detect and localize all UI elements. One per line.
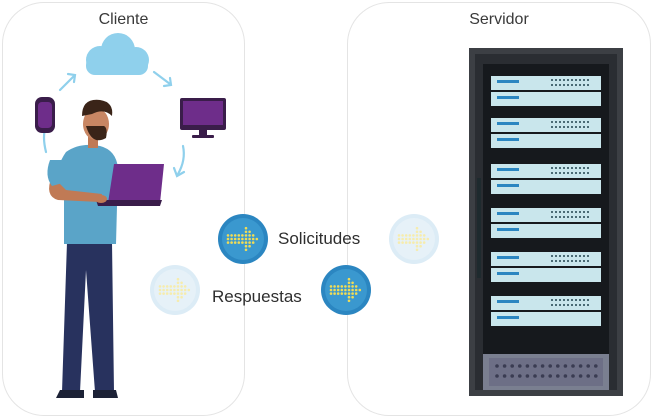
person-with-laptop-icon bbox=[47, 99, 164, 398]
arrow-right-icon bbox=[158, 277, 191, 303]
response-arrow-faded-icon bbox=[150, 265, 200, 315]
server-unit bbox=[491, 118, 601, 148]
request-arrow-faded-icon bbox=[389, 214, 439, 264]
server-unit bbox=[491, 76, 601, 106]
server-unit bbox=[491, 252, 601, 282]
monitor-icon bbox=[180, 98, 226, 138]
responses-label: Respuestas bbox=[212, 287, 302, 306]
arrow-right-icon bbox=[226, 226, 259, 252]
sync-arrows-icon bbox=[38, 70, 186, 178]
server-unit bbox=[491, 296, 601, 326]
server-title: Servidor bbox=[469, 11, 529, 28]
phone-icon bbox=[35, 97, 55, 133]
server-unit bbox=[491, 208, 601, 238]
server-unit bbox=[491, 164, 601, 194]
request-arrow-icon bbox=[218, 214, 268, 264]
requests-label: Solicitudes bbox=[278, 229, 361, 248]
client-title: Cliente bbox=[98, 11, 149, 28]
cloud-icon bbox=[86, 33, 149, 75]
response-arrow-icon bbox=[321, 265, 371, 315]
server-rack-icon bbox=[469, 48, 623, 396]
arrow-right-icon bbox=[329, 277, 362, 303]
arrow-right-icon bbox=[397, 226, 430, 252]
